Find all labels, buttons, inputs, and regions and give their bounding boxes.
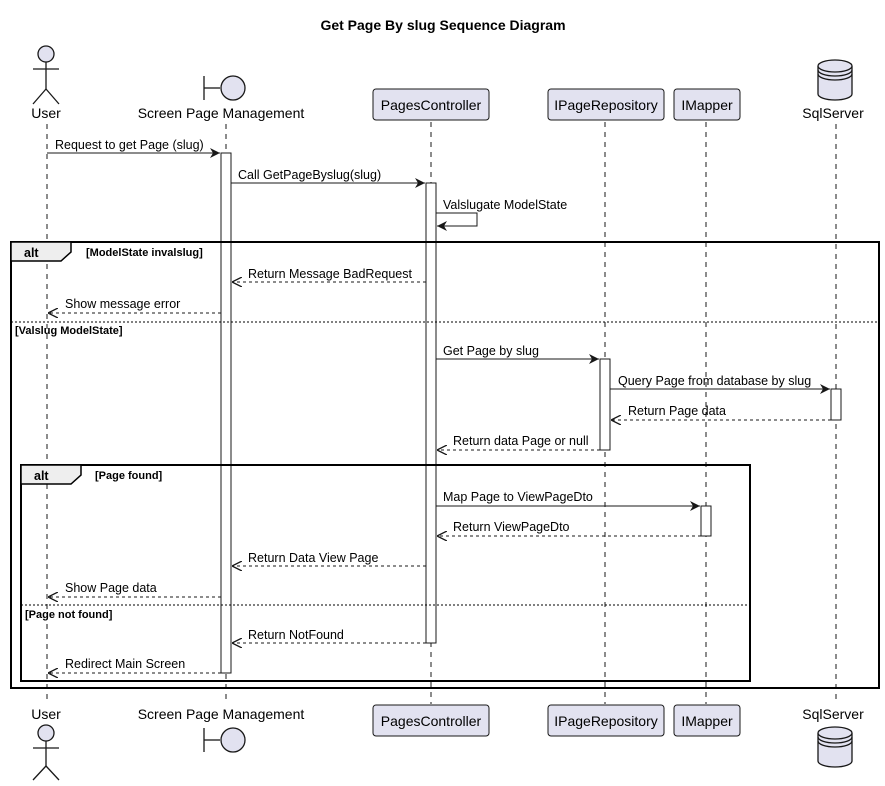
actor-user-icon bbox=[32, 45, 60, 105]
participant-label: PagesController bbox=[381, 97, 482, 113]
fragment-keyword: alt bbox=[34, 469, 49, 483]
alt-fragment-inner: alt [Page found] [Page not found] bbox=[20, 464, 751, 682]
message-label: Show message error bbox=[65, 297, 180, 311]
message-label: Get Page by slug bbox=[443, 344, 539, 358]
database-sqlserver-icon bbox=[817, 59, 853, 101]
activations bbox=[220, 152, 842, 674]
boundary-screen-icon bbox=[203, 727, 246, 753]
participant-label: User bbox=[31, 706, 61, 722]
participant-box-ipagerepository bbox=[547, 704, 665, 737]
fragment-else-guard: [Valslug ModelState] bbox=[15, 325, 123, 337]
participants-top: User Screen Page Management PagesControl… bbox=[31, 45, 864, 121]
message-label: Map Page to ViewPageDto bbox=[443, 490, 593, 504]
participant-box-imapper bbox=[673, 88, 741, 121]
alt-fragment-outer: alt [ModelState invalslug] [Valslug Mode… bbox=[10, 241, 880, 689]
message-label: Return NotFound bbox=[248, 628, 344, 642]
message-label: Return data Page or null bbox=[453, 434, 589, 448]
message-label: Return Data View Page bbox=[248, 551, 378, 565]
participant-label: User bbox=[31, 105, 61, 121]
participant-box-ipagerepository bbox=[547, 88, 665, 121]
fragment-keyword: alt bbox=[24, 246, 39, 260]
participant-label: IPageRepository bbox=[554, 713, 658, 729]
participant-label: IPageRepository bbox=[554, 97, 658, 113]
message-label: Redirect Main Screen bbox=[65, 657, 185, 671]
activation-imapper bbox=[700, 505, 712, 537]
message-label: Valslugate ModelState bbox=[443, 198, 567, 212]
participant-label: Screen Page Management bbox=[138, 105, 305, 121]
participant-label: IMapper bbox=[681, 713, 733, 729]
activation-sqlserver bbox=[830, 388, 842, 421]
message-label: Call GetPageByslug(slug) bbox=[238, 168, 381, 182]
fragment-guard: [ModelState invalslug] bbox=[86, 247, 203, 259]
activation-ipagerepository bbox=[599, 358, 611, 451]
activation-screen bbox=[220, 152, 232, 674]
boundary-screen-icon bbox=[203, 75, 246, 101]
messages bbox=[47, 148, 831, 673]
message-label: Request to get Page (slug) bbox=[55, 138, 204, 152]
diagram-title: Get Page By slug Sequence Diagram bbox=[320, 17, 565, 33]
participant-box-pagescontroller bbox=[372, 704, 490, 737]
message-label: Show Page data bbox=[65, 581, 157, 595]
participant-box-pagescontroller bbox=[372, 88, 490, 121]
fragment-else-guard: [Page not found] bbox=[25, 609, 113, 621]
message-arrow bbox=[436, 212, 478, 231]
database-sqlserver-icon bbox=[817, 726, 853, 768]
participant-label: IMapper bbox=[681, 97, 733, 113]
message-label: Return Message BadRequest bbox=[248, 267, 413, 281]
participant-label: SqlServer bbox=[802, 706, 864, 722]
message-label: Return ViewPageDto bbox=[453, 520, 570, 534]
actor-user-icon bbox=[32, 724, 60, 781]
participant-label: SqlServer bbox=[802, 105, 864, 121]
participant-label: PagesController bbox=[381, 713, 482, 729]
participant-box-imapper bbox=[673, 704, 741, 737]
message-label: Return Page data bbox=[628, 404, 726, 418]
participant-label: Screen Page Management bbox=[138, 706, 305, 722]
participants-bottom: User Screen Page Management PagesControl… bbox=[31, 704, 864, 781]
message-label: Query Page from database by slug bbox=[618, 374, 811, 388]
activation-pagescontroller bbox=[425, 182, 437, 644]
fragment-guard: [Page found] bbox=[95, 470, 163, 482]
message-labels: Request to get Page (slug) Call GetPageB… bbox=[55, 138, 811, 671]
